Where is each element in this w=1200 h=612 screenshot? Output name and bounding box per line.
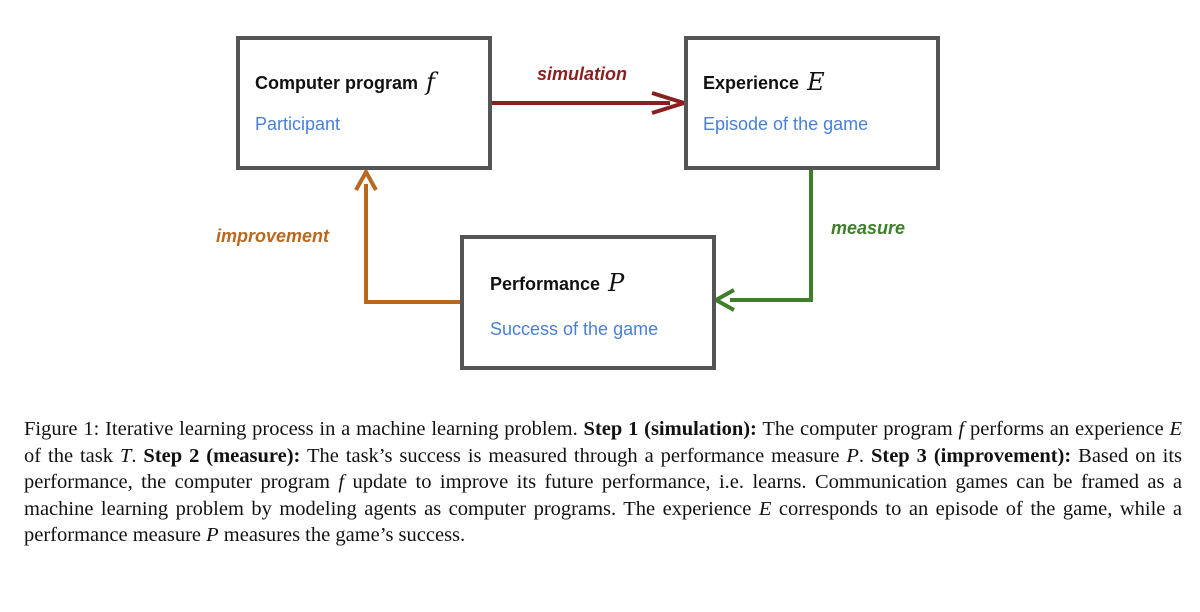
simulation-arrow [492, 91, 691, 115]
performance-subtitle: Success of the game [490, 319, 659, 339]
performance-title: Performance P [490, 269, 624, 297]
figure-label: Figure 1: [24, 418, 100, 440]
step2-text-a: The task’s success is measured through a… [306, 444, 840, 467]
performance-node: Performance P Success of the game [460, 235, 716, 370]
computer-program-title-text: Computer program [255, 73, 419, 93]
improvement-label: improvement [216, 226, 330, 246]
step1-var-e: E [1169, 418, 1183, 440]
computer-program-node: Computer program f Participant [236, 36, 492, 170]
caption-intro: Iterative learning process in a machine … [105, 418, 578, 440]
step1-label: Step 1 (simulation): [583, 418, 757, 440]
learning-loop-diagram: Computer program f Participant Experience… [216, 36, 940, 370]
diagram-arrows [354, 91, 813, 312]
step1-text-a: The computer program [762, 418, 953, 440]
step3-text-c: corresponds to an episode of the game, w… [24, 497, 1182, 547]
step3-var-e: E [758, 497, 772, 520]
experience-subtitle: Episode of the game [703, 114, 869, 134]
step2-var-p: P [846, 444, 859, 467]
experience-title: Experience E [703, 68, 825, 96]
step1-var-t: T [119, 444, 132, 467]
computer-program-title: Computer program f [255, 68, 435, 96]
performance-variable: P [608, 269, 625, 297]
step3-var-f: f [338, 471, 345, 493]
experience-title-text: Experience [703, 73, 800, 93]
performance-title-text: Performance [490, 274, 601, 294]
step3-text-a: Based on its performance, the computer p… [24, 444, 1182, 494]
step2-label: Step 2 (measure): [143, 444, 301, 467]
measure-label: measure [831, 218, 906, 238]
improvement-arrow-line [364, 184, 460, 304]
improvement-arrow [354, 167, 460, 304]
simulation-label: simulation [537, 64, 628, 84]
step1-text-b: performs an experience [970, 418, 1164, 440]
step1-text-c: of the task [24, 444, 114, 467]
measure-arrow-head [711, 288, 735, 312]
improvement-arrow-head [354, 167, 378, 191]
computer-program-subtitle: Participant [255, 114, 341, 134]
computer-program-variable: f [426, 68, 435, 96]
experience-node: Experience E Episode of the game [684, 36, 940, 170]
step2-end: . [858, 444, 865, 467]
step1-end: . [131, 444, 137, 467]
measure-arrow [711, 170, 813, 312]
figure-caption: Figure 1: Iterative learning process in … [24, 416, 1182, 549]
measure-arrow-line [730, 170, 813, 302]
step1-var-f: f [958, 418, 965, 440]
step3-var-p: P [206, 524, 219, 546]
step3-text-d: measures the game’s success. [223, 524, 466, 546]
experience-variable: E [807, 68, 825, 96]
step3-label: Step 3 (improvement): [870, 444, 1072, 467]
step3-text-b: update to improve its future performance… [24, 471, 1183, 520]
